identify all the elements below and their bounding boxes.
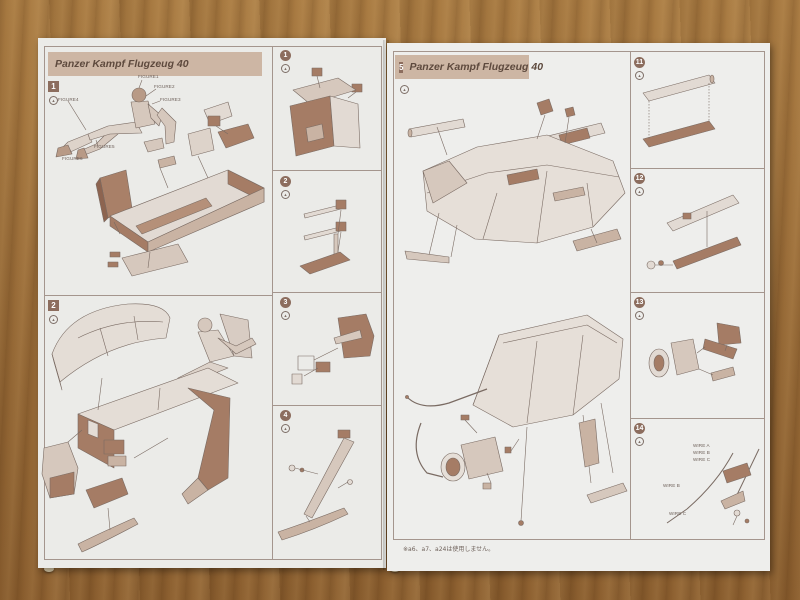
substep3-box-drawing xyxy=(291,313,375,385)
left-instruction-page: Panzer Kampf Flugzeug 40 1 ▲ 2 ▲ 1 ▲ 2 ▲… xyxy=(38,38,386,568)
figure-label: FIGURE3 xyxy=(160,97,181,102)
step-divider xyxy=(44,295,272,296)
wire-label: WIRE B xyxy=(663,483,680,488)
circle-triangle-icon: ▲ xyxy=(635,71,644,80)
substep-divider xyxy=(272,170,382,171)
substep-number-badge: 4 xyxy=(280,410,291,421)
substep-divider xyxy=(630,418,765,419)
step-number-badge: 1 xyxy=(48,81,59,92)
substep-number-badge: 2 xyxy=(280,176,291,187)
substep12-cylinders-drawing xyxy=(646,194,742,270)
table-object xyxy=(44,566,54,572)
footnote: ※a6、a7、a24は使用しません。 xyxy=(403,546,495,553)
column-divider xyxy=(630,51,631,540)
substep2-guns-drawing xyxy=(299,199,351,275)
substep-divider xyxy=(630,168,765,169)
step-number-badge: 5 xyxy=(399,61,404,73)
figure-label: FIGURE6 xyxy=(62,156,83,161)
booklet-spine xyxy=(383,40,389,570)
page-title: Panzer Kampf Flugzeug 40 xyxy=(55,58,189,70)
step1-figure-drawing xyxy=(55,79,177,160)
page-frame xyxy=(393,51,765,540)
page-frame xyxy=(44,46,382,560)
substep13-engine-drawing xyxy=(648,322,742,382)
left-page-illustrations xyxy=(41,67,375,553)
figure-label: FIGURE1 xyxy=(138,74,159,79)
right-page-illustrations xyxy=(404,74,760,526)
substep-number-badge: 14 xyxy=(634,423,645,434)
circle-triangle-icon: ▲ xyxy=(635,187,644,196)
figure-label: FIGURE2 xyxy=(154,84,175,89)
substep-number-badge: 11 xyxy=(634,57,645,68)
step5-upper-ship-drawing xyxy=(404,98,626,264)
wire-label: WIRE C xyxy=(669,511,687,516)
substep14-wires-drawing xyxy=(666,448,760,526)
circle-triangle-icon: ▲ xyxy=(281,424,290,433)
substep-divider xyxy=(630,292,765,293)
page-title: Panzer Kampf Flugzeug 40 xyxy=(409,61,544,73)
circle-triangle-icon: ▲ xyxy=(49,315,58,324)
substep-number-badge: 1 xyxy=(280,50,291,61)
wire-list-item: WIRE B xyxy=(693,450,710,455)
wire-list-item: WIRE C xyxy=(693,457,711,462)
step2-cockpit-tub-drawing xyxy=(41,367,239,553)
step-number-badge: 2 xyxy=(48,300,59,311)
right-instruction-page: 5 Panzer Kampf Flugzeug 40 ▲ 11 ▲ 12 ▲ 1… xyxy=(387,43,770,571)
substep4-leg-drawing xyxy=(277,429,355,541)
circle-triangle-icon: ▲ xyxy=(635,437,644,446)
substep1-panel-drawing xyxy=(289,67,363,157)
step1-cockpit-parts-drawing xyxy=(95,101,265,277)
circle-triangle-icon: ▲ xyxy=(49,96,58,105)
circle-triangle-icon: ▲ xyxy=(281,64,290,73)
substep-number-badge: 13 xyxy=(634,297,645,308)
substep-number-badge: 3 xyxy=(280,297,291,308)
circle-triangle-icon: ▲ xyxy=(281,311,290,320)
page-title-banner: 5 Panzer Kampf Flugzeug 40 xyxy=(395,55,543,79)
circle-triangle-icon: ▲ xyxy=(635,311,644,320)
step2-canopy-drawing xyxy=(51,303,171,391)
column-divider xyxy=(272,46,273,560)
substep-number-badge: 12 xyxy=(634,173,645,184)
substep-divider xyxy=(272,292,382,293)
wire-list-item: WIRE A xyxy=(693,443,710,448)
circle-triangle-icon: ▲ xyxy=(400,85,409,94)
circle-triangle-icon: ▲ xyxy=(281,190,290,199)
step5-lower-ship-drawing xyxy=(405,314,628,526)
substep-divider xyxy=(272,405,382,406)
figure-label: FIGURE5 xyxy=(94,144,115,149)
figure-label: FIGURE4 xyxy=(58,97,79,102)
substep11-cylinders-drawing xyxy=(642,74,716,148)
page-title-banner: Panzer Kampf Flugzeug 40 xyxy=(48,52,262,76)
